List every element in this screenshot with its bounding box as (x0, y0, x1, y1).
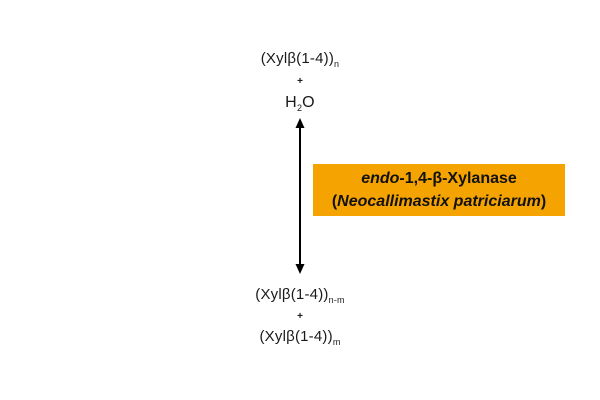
enzyme-label-box: endo-1,4-β-Xylanase (Neocallimastix patr… (313, 164, 565, 216)
arrow-head-down (295, 264, 305, 274)
organism-open-paren: ( (331, 193, 338, 210)
reactant-plus: + (297, 76, 303, 87)
product1-base: (Xylβ(1-4)) (255, 286, 329, 303)
product-polymer-2: (Xylβ(1-4))m (200, 328, 400, 347)
enzyme-prefix: endo (361, 170, 400, 187)
arrow-head-up (295, 118, 305, 128)
water-o: O (302, 94, 315, 111)
product2-base: (Xylβ(1-4)) (259, 328, 333, 345)
product-plus: + (297, 311, 303, 322)
water-subscript: 2 (296, 103, 303, 113)
product-polymer-1: (Xylβ(1-4))n-m (200, 286, 400, 305)
enzyme-name-line: endo-1,4-β-Xylanase (313, 167, 565, 190)
reaction-arrow (295, 118, 305, 274)
reactant-polymer-base: (Xylβ(1-4)) (260, 50, 335, 67)
reactant-water: H2O (200, 94, 400, 113)
enzyme-organism-line: (Neocallimastix patriciarum) (313, 190, 565, 213)
organism-close-paren: ) (540, 193, 547, 210)
enzyme-name: -1,4-β-Xylanase (399, 170, 517, 187)
product2-subscript: m (332, 337, 341, 347)
enzyme-organism: Neocallimastix patriciarum (337, 193, 541, 210)
reactant-polymer-subscript: n (334, 59, 340, 69)
water-h: H (285, 94, 297, 111)
product1-subscript: n-m (328, 295, 345, 305)
reactant-polymer: (Xylβ(1-4))n (200, 50, 400, 69)
